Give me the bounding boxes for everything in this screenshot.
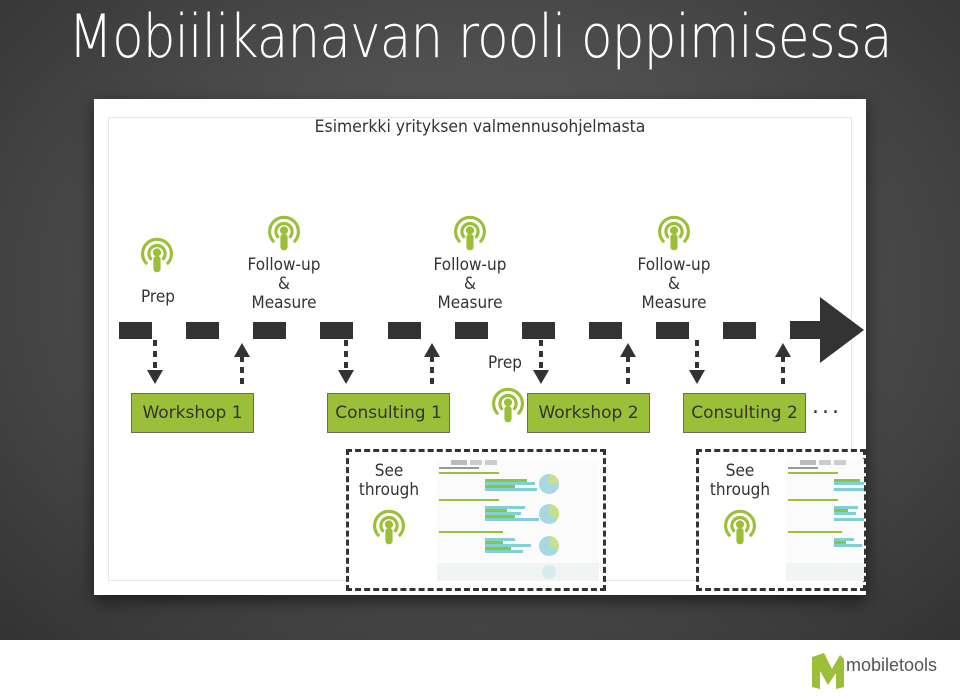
timeline-segment (320, 322, 353, 339)
label-see-through-1: See through (358, 461, 420, 500)
report-thumbnail-1 (437, 459, 599, 581)
brand-name: mobiletools (846, 655, 938, 675)
box-workshop-2[interactable]: Workshop 2 (527, 393, 650, 433)
label-followup-3: Follow-up & Measure (637, 255, 711, 313)
box-consulting-2[interactable]: Consulting 2 (683, 393, 806, 433)
label-followup-1: Follow-up & Measure (247, 255, 321, 313)
mobiletools-logo-icon (812, 653, 844, 689)
timeline-arrow-icon (790, 297, 864, 363)
timeline-segment (388, 322, 421, 339)
label-prep: Prep (140, 287, 176, 307)
ellipsis: ... (812, 394, 842, 419)
timeline-segment (589, 322, 622, 339)
podcast-icon-see-through-1 (371, 508, 407, 548)
podcast-icon-see-through-2 (722, 508, 758, 548)
timeline-segment (723, 322, 756, 339)
label-mid-prep: Prep (487, 353, 523, 373)
box-workshop-1[interactable]: Workshop 1 (131, 393, 254, 433)
label-followup-2: Follow-up & Measure (433, 255, 507, 313)
timeline-segment (119, 322, 152, 339)
timeline-segment (455, 322, 488, 339)
podcast-icon-mid-prep (490, 386, 526, 426)
label-see-through-2: See through (709, 461, 771, 500)
box-consulting-1[interactable]: Consulting 1 (327, 393, 450, 433)
panel-subtitle: Esimerkki yrityksen valmennusohjelmasta (314, 117, 646, 137)
report-thumbnail-2 (786, 459, 864, 581)
timeline-segment (253, 322, 286, 339)
slide-title: Mobiilikanavan rooli oppimisessa (68, 2, 892, 72)
timeline-segment (186, 322, 219, 339)
timeline-segment (522, 322, 555, 339)
timeline-segment (656, 322, 689, 339)
